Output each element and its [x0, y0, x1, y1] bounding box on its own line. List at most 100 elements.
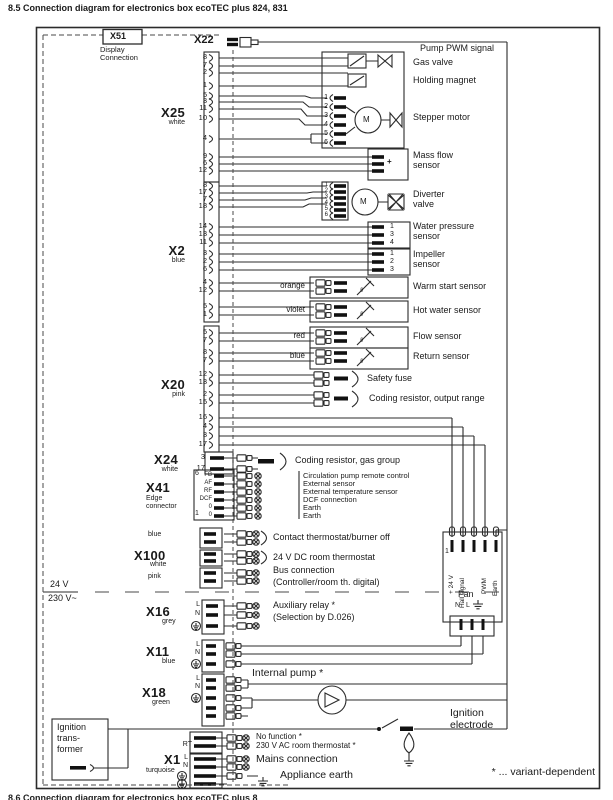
x11-pin: L: [196, 641, 200, 648]
x25-pin: 5: [202, 90, 207, 99]
label-contact-thermostat: Contact thermostat/burner off: [273, 532, 390, 542]
x2-color: blue: [171, 257, 185, 264]
label-x41-row: External temperature sensor: [303, 487, 398, 496]
warm-start-thermistor: [356, 277, 375, 296]
label-diverter-1: Diverter: [413, 189, 445, 199]
x2-pin: 8: [202, 180, 207, 189]
gas-valve-solenoid: [347, 53, 367, 69]
label-bus-1: Bus connection: [273, 565, 335, 575]
label-ign-transformer-1: Ignition: [57, 722, 87, 732]
x41-pin: 0: [208, 504, 212, 510]
x1-rt-pin: RT: [182, 741, 192, 748]
gas-valve-symbol: [377, 53, 393, 69]
x20-pin: 7: [202, 355, 207, 364]
label-ignition-electrode-1: Ignition: [450, 707, 484, 719]
fan-pin-pwm: PWM: [481, 578, 488, 594]
impeller-pin: 2: [390, 258, 394, 265]
x1-upper-body: [189, 731, 223, 754]
x2-body: [203, 181, 220, 323]
label-mains: Mains connection: [256, 753, 338, 765]
x20-name: X20: [160, 377, 185, 392]
x24-color: white: [161, 466, 178, 473]
stepper-pin: 6: [324, 139, 328, 146]
x2-pin: 13: [198, 229, 207, 238]
x25-pin: 11: [199, 103, 207, 112]
wire-color-orange: orange: [280, 281, 305, 290]
page-title: 8.5 Connection diagram for electronics b…: [8, 3, 288, 13]
diverter-propeller: [387, 193, 405, 211]
label-24v-thermostat: 24 V DC room thermostat: [273, 552, 376, 562]
x16-color: grey: [162, 618, 176, 625]
x41-pin: FB: [204, 472, 212, 478]
label-230v-thermostat: 230 V AC room thermostat *: [256, 741, 356, 750]
label-impeller-2: sensor: [413, 259, 441, 269]
x18-name: X18: [142, 685, 167, 700]
x2-pin: 18: [198, 201, 207, 210]
coding-gas-arc: [279, 452, 287, 471]
diverter-pin: 2: [324, 188, 328, 194]
x2-pin: 4: [202, 277, 207, 286]
x100-pink-body: [199, 567, 223, 589]
stepper-motor-letter: M: [363, 115, 370, 124]
x2-pin: 7: [202, 194, 207, 203]
stepper-pin: 4: [324, 121, 328, 128]
diverter-strip: [321, 181, 349, 221]
x25-pin: 8: [202, 52, 207, 61]
label-safety-fuse: Safety fuse: [367, 373, 413, 383]
x22-label: X22: [194, 34, 214, 46]
coding-output-arc: [351, 390, 359, 408]
x24-pin: 3: [200, 452, 205, 461]
safety-fuse-arc: [351, 370, 359, 388]
label-gas-valve: Gas valve: [413, 57, 454, 67]
label-ign-transformer-3: former: [57, 744, 84, 754]
water-pressure-box: [367, 221, 411, 249]
x11-name: X11: [146, 644, 170, 659]
x41-pin: RF: [204, 488, 212, 494]
label-230v: 230 V~: [48, 593, 77, 603]
x2-pin: 12: [198, 285, 207, 294]
warm-start-box: [309, 276, 409, 299]
x22-plug: [239, 36, 252, 48]
label-mass-flow-2: sensor: [413, 160, 441, 170]
wires: [43, 41, 508, 785]
fan-pin-earth: Earth: [492, 580, 499, 596]
label-hot-water: Hot water sensor: [413, 305, 482, 315]
x18-body: [201, 673, 225, 727]
x2-pin: 14: [198, 221, 207, 230]
diverter-motor-letter: M: [360, 197, 367, 206]
x20-pin: 15: [198, 397, 207, 406]
diverter-pin: 6: [324, 212, 328, 218]
warm-theta: ϑ: [360, 288, 364, 294]
x25-pin: 7: [202, 60, 207, 69]
x20-pin: 5: [202, 327, 207, 336]
x20-pin: 16: [198, 412, 207, 421]
x25-pin: 12: [198, 165, 207, 174]
x25-pin: 9: [202, 151, 207, 160]
label-x41-row: External sensor: [303, 479, 356, 488]
x16-body: [201, 599, 225, 635]
x24-pin: 17: [196, 463, 205, 472]
label-fan: Fan: [458, 589, 474, 599]
x1-pin: N: [182, 762, 188, 769]
x11-body: [201, 639, 225, 673]
label-aux-relay-1: Auxiliary relay *: [273, 600, 336, 610]
x41-type1: Edge: [146, 495, 163, 502]
x1-color: turquoise: [146, 767, 175, 774]
x41-pin: AF: [204, 480, 212, 486]
return-thermistor: [356, 348, 375, 367]
fan-l: L: [466, 602, 470, 609]
label-aux-relay-2: (Selection by D.026): [273, 612, 355, 622]
x1-pin: L: [184, 754, 188, 761]
component-symbols: [35, 26, 601, 790]
label-coding-gas: Coding resistor, gas group: [295, 455, 401, 465]
x18-color: green: [152, 699, 170, 706]
diverter-motor-circle: [351, 188, 379, 216]
stepper-pin: 2: [324, 103, 328, 110]
impeller-pin: 3: [390, 266, 394, 273]
hot-water-box: [309, 300, 409, 323]
stepper-motor-circle: [354, 106, 382, 134]
wps-pin: 3: [390, 231, 394, 238]
label-x41-row: Earth: [303, 511, 321, 520]
stepper-pin: 3: [324, 112, 328, 119]
